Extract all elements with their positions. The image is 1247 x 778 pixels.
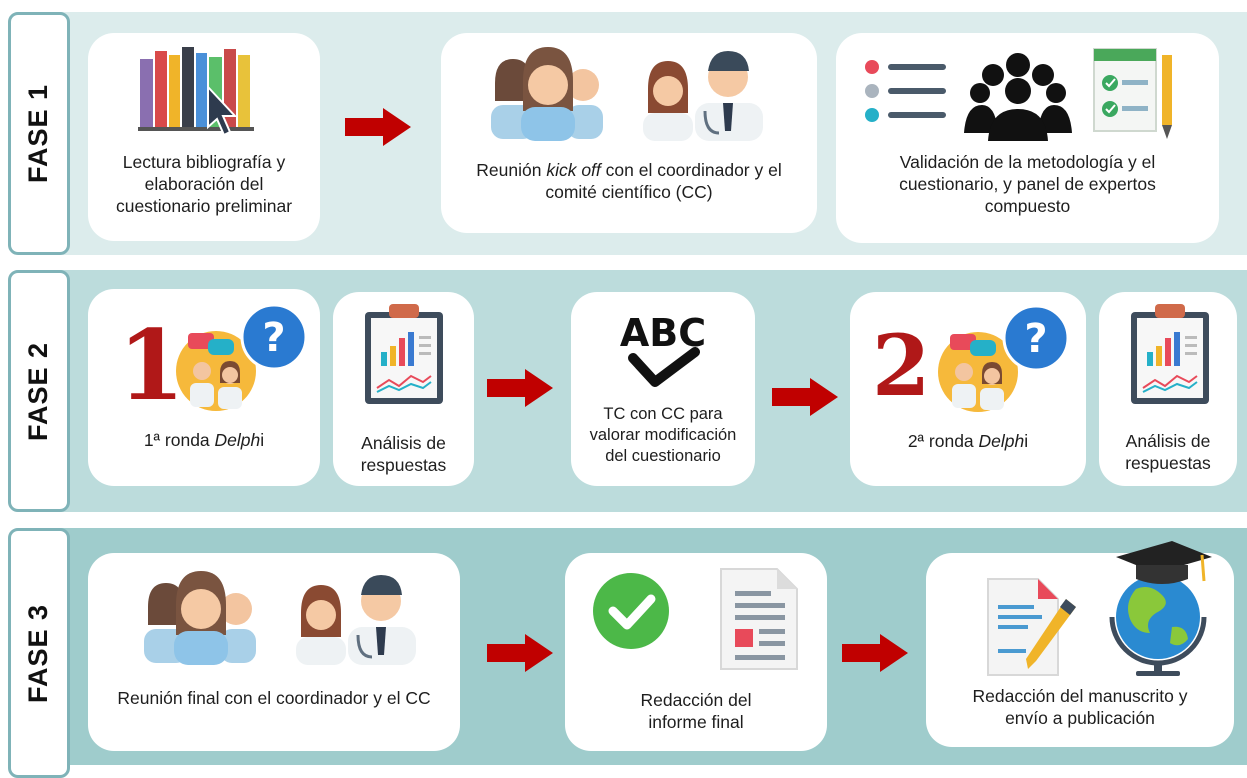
svg-text:?: ? [1024, 316, 1047, 362]
check-document-icon [593, 568, 798, 670]
clipboard-chart-icon [1131, 304, 1209, 404]
abc-check-icon: ABC [620, 311, 706, 387]
team-doctors-icon [491, 47, 763, 141]
phase-2-label: FASE 2 [23, 341, 54, 441]
step-caption: Reunión kick off con el coordinador y el… [476, 160, 782, 202]
step-caption: 2ª ronda Delphi [907, 431, 1029, 451]
step-card-analysis-1: Análisis de respuestas [333, 292, 474, 486]
step-card-final-report: Redacción del informe final [565, 553, 827, 751]
step-card-round-2: ? 2 2ª ronda Delphi [850, 292, 1086, 486]
round-number: 1 [118, 309, 185, 422]
doctors-question-icon: ? [176, 303, 308, 411]
step-card-validation: Validación de la metodología y el cuesti… [836, 33, 1219, 243]
list-group-checklist-icon [865, 48, 1172, 141]
arrow-right-icon [487, 634, 553, 672]
step-caption: Lectura bibliografía y elaboración del c… [115, 152, 293, 216]
step-card-teleconference: ABC TC con CC para valorar modificación … [571, 292, 755, 486]
phase-3-label: FASE 3 [23, 603, 54, 703]
step-caption: Análisis de respuestas [1125, 431, 1211, 473]
doctors-question-icon: ? [938, 304, 1070, 412]
step-card-kickoff-meeting: Reunión kick off con el coordinador y el… [441, 33, 817, 233]
step-caption: Análisis de respuestas [360, 433, 447, 475]
books-cursor-icon [138, 47, 254, 137]
arrow-right-icon [345, 108, 411, 146]
arrow-right-icon [487, 369, 553, 407]
clipboard-chart-icon [365, 304, 443, 404]
step-caption: Redacción del informe final [640, 690, 752, 732]
svg-text:?: ? [262, 315, 285, 361]
phase-3-tab: FASE 3 [8, 528, 70, 778]
round-number: 2 [872, 316, 931, 415]
step-card-literature: Lectura bibliografía y elaboración del c… [88, 33, 320, 241]
arrow-right-icon [772, 378, 838, 416]
step-caption: Validación de la metodología y el cuesti… [899, 152, 1156, 216]
arrow-right-icon [842, 634, 908, 672]
team-doctors-icon [144, 571, 416, 665]
step-card-round-1: ? 1 1ª ronda Delphi [88, 289, 320, 486]
document-pen-globe-icon [987, 541, 1212, 676]
step-card-final-meeting: Reunión final con el coordinador y el CC [88, 553, 460, 751]
step-caption: Redacción del manuscrito y envío a publi… [972, 686, 1188, 728]
phase-2-tab: FASE 2 [8, 270, 70, 512]
phase-1-label: FASE 1 [23, 83, 54, 184]
step-caption: TC con CC para valorar modificación del … [589, 405, 737, 465]
step-card-analysis-2: Análisis de respuestas [1099, 292, 1237, 486]
step-caption: 1ª ronda Delphi [143, 430, 265, 450]
step-caption: Reunión final con el coordinador y el CC [117, 688, 431, 708]
svg-text:ABC: ABC [620, 311, 706, 355]
step-card-manuscript: Redacción del manuscrito y envío a publi… [926, 541, 1234, 747]
phase-1-tab: FASE 1 [8, 12, 70, 255]
